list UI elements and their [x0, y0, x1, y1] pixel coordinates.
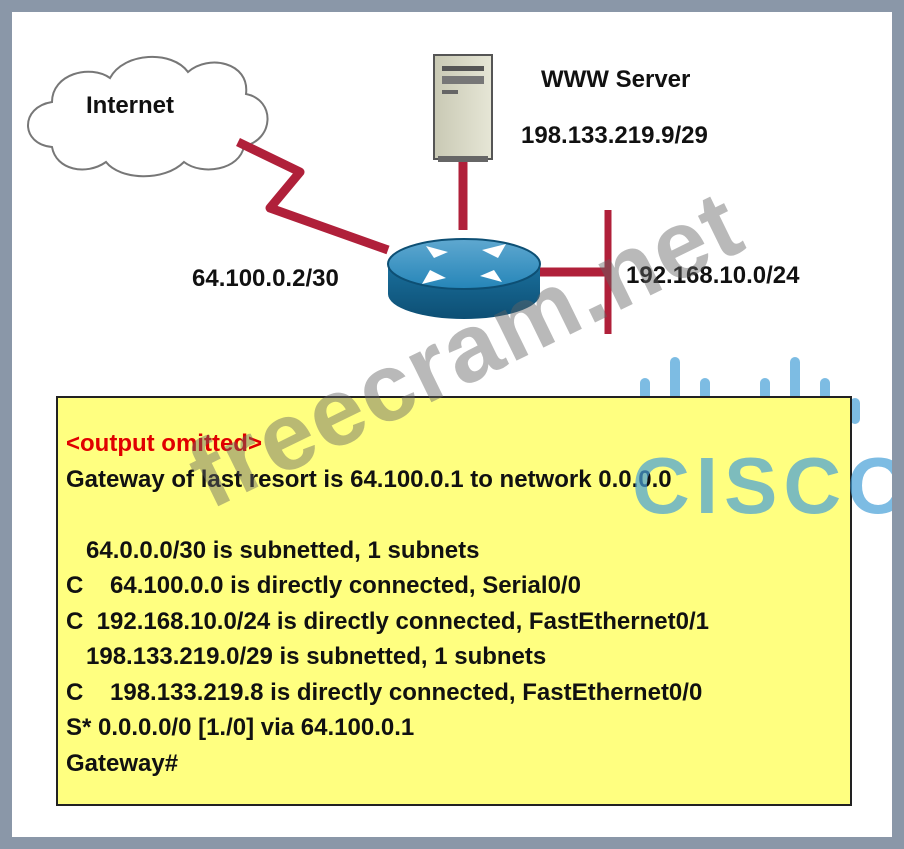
server-label: WWW Server	[541, 66, 691, 93]
wan-ip-label: 64.100.0.2/30	[192, 265, 339, 292]
output-line: Gateway of last resort is 64.100.0.1 to …	[66, 465, 672, 493]
server-ip-label: 198.133.219.9/29	[521, 122, 708, 149]
internet-label: Internet	[86, 92, 175, 119]
routing-table-output: <output omitted> Gateway of last resort …	[56, 396, 852, 806]
output-line: C 64.100.0.0 is directly connected, Seri…	[66, 572, 581, 599]
output-line: C 192.168.10.0/24 is directly connected,…	[66, 607, 709, 635]
output-line: 64.0.0.0/30 is subnetted, 1 subnets	[66, 536, 480, 564]
output-line: S* 0.0.0.0/0 [1./0] via 64.100.0.1	[66, 714, 415, 741]
topology-drawing	[27, 54, 860, 447]
output-line: 198.133.219.0/29 is subnetted, 1 subnets	[66, 643, 547, 670]
output-line: <output omitted>	[66, 430, 262, 457]
cisco-logo-text: CISCO	[632, 441, 892, 530]
output-line: C 198.133.219.8 is directly connected, F…	[66, 678, 703, 706]
internet-cloud	[27, 55, 269, 178]
output-line: Gateway#	[66, 749, 179, 777]
router-icon	[387, 238, 541, 319]
lan-network-label: 192.168.10.0/24	[626, 262, 800, 289]
server-icon	[433, 54, 493, 162]
serial-link	[236, 137, 390, 255]
network-diagram: Internet WWW Server 198.133.219.9/29 64.…	[12, 12, 892, 837]
